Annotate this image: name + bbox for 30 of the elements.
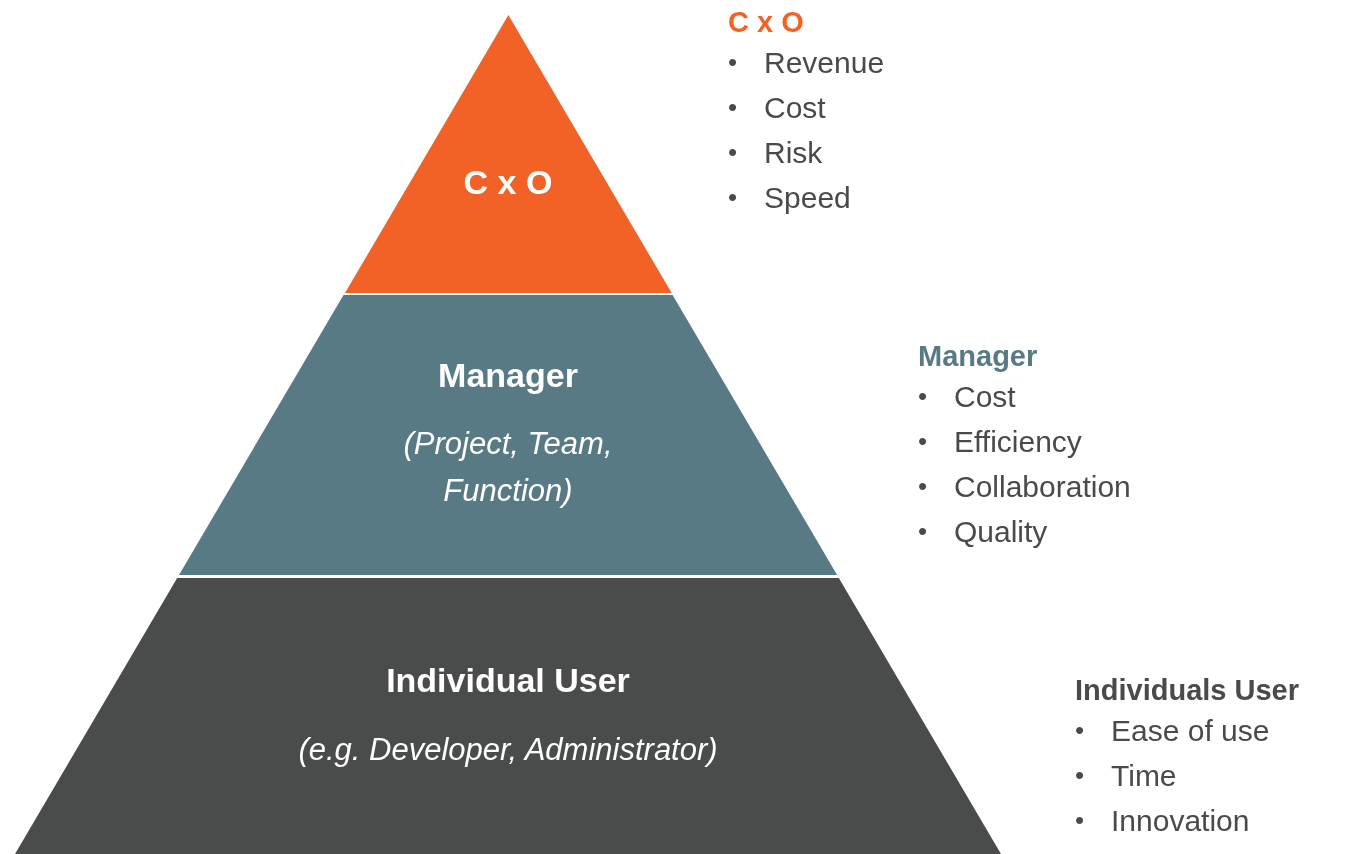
tier-title: C x O [463, 163, 553, 202]
bullet: • [1075, 714, 1085, 747]
tier-subtitle: (e.g. Developer, Administrator) [298, 731, 718, 769]
bullet: • [728, 181, 738, 214]
bullet: • [728, 91, 738, 124]
bullet: • [918, 470, 928, 503]
list-item: Speed [764, 180, 851, 216]
tier-title: Individual User [386, 661, 630, 700]
list-heading: Individuals User [1075, 673, 1299, 708]
list-item: Ease of use [1111, 713, 1270, 749]
tier-subtitle: (Project, Team, Function) [402, 425, 614, 510]
bullet: • [918, 380, 928, 413]
tier-title: Manager [438, 356, 578, 395]
bullet: • [918, 425, 928, 458]
list-item: Risk [764, 135, 823, 171]
bullet: • [728, 136, 738, 169]
list-heading: Manager [918, 339, 1038, 374]
bullet: • [728, 46, 738, 79]
list-item: Innovation [1111, 803, 1250, 839]
bullet: • [1075, 804, 1085, 837]
bullet: • [918, 515, 928, 548]
list-item: Revenue [764, 45, 885, 81]
list-item: Efficiency [954, 424, 1082, 460]
list-item: Collaboration [954, 469, 1131, 505]
list-item: Time [1111, 758, 1177, 794]
list-item: Quality [954, 514, 1048, 550]
list-heading: C x O [728, 5, 804, 40]
list-item: Cost [764, 90, 826, 126]
bullet: • [1075, 759, 1085, 792]
list-item: Cost [954, 379, 1016, 415]
